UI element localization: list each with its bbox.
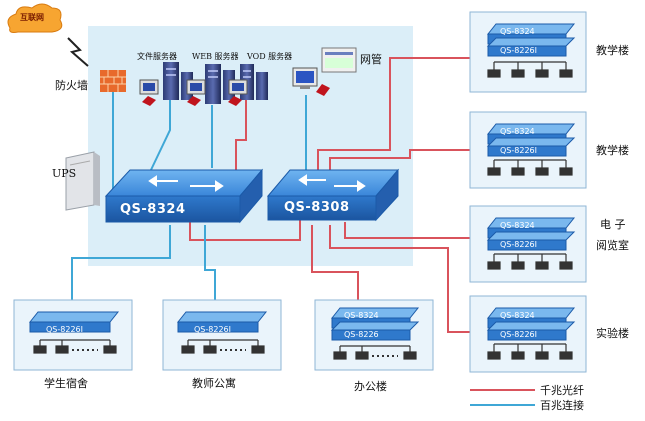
lightning-icon [67, 37, 89, 67]
building-4-label: 实验楼 [596, 327, 629, 340]
network-management-label: 网管 [360, 53, 382, 66]
dorm-switch-label: QS-8226I [46, 325, 83, 334]
vod-server-label: VOD 服务器 [247, 52, 293, 61]
core-switch-8308-label: QS-8308 [284, 200, 350, 215]
building-4-switch-top: QS-8324 [500, 311, 535, 320]
building-3-label-line1: 电 子 [600, 218, 626, 231]
link-core-core [189, 220, 301, 241]
building-1-label: 教学楼 [596, 44, 629, 57]
link-to-building-1 [317, 57, 470, 180]
connection-lines [71, 57, 470, 333]
link-to-dorm [71, 225, 171, 300]
office-label: 办公楼 [354, 380, 387, 393]
internet-cloud-icon [7, 3, 63, 33]
building-switch-icons [28, 23, 576, 341]
building-1-switch-top: QS-8324 [500, 27, 535, 36]
office-switch-top: QS-8324 [344, 311, 379, 320]
link-to-building-2 [329, 149, 470, 180]
file-server-label: 文件服务器 [137, 52, 177, 61]
core-switch-8308-icon [266, 168, 400, 222]
core-switch-8324-icon [104, 168, 264, 224]
pc-row-building-4 [487, 343, 573, 360]
web-server-label: WEB 服务器 [192, 52, 239, 61]
pc-row-building-3 [487, 253, 573, 270]
legend-fiber-label: 千兆光纤 [540, 384, 584, 397]
ups-label: UPS [52, 167, 77, 180]
legend-copper-label: 百兆连接 [540, 399, 584, 412]
link-to-office [311, 225, 359, 300]
pc-row-building-1 [487, 61, 573, 78]
link-vod-server [235, 100, 247, 172]
apartment-switch-label: QS-8226I [194, 325, 231, 334]
office-switch-bottom: QS-8226 [344, 330, 379, 339]
internet-label: 互联网 [20, 13, 44, 22]
link-to-building-3 [344, 222, 470, 239]
ups-icon [65, 151, 100, 211]
pc-row-office [333, 345, 417, 360]
building-2-switch-bottom: QS-8226I [500, 146, 537, 155]
core-switch-8324-label: QS-8324 [120, 202, 186, 217]
building-2-switch-top: QS-8324 [500, 127, 535, 136]
link-file-server [149, 100, 171, 173]
firewall-label: 防火墙 [55, 79, 88, 92]
pc-row-dorm [33, 339, 117, 354]
server-console-icons [139, 79, 248, 106]
pc-row-building-2 [487, 159, 573, 176]
pc-row-apartment [181, 339, 265, 354]
building-3-switch-top: QS-8324 [500, 221, 535, 230]
building-3-label-line2: 阅览室 [596, 239, 629, 252]
pc-rows [33, 61, 573, 360]
firewall-icon [100, 70, 126, 92]
building-4-switch-bottom: QS-8226I [500, 330, 537, 339]
building-2-label: 教学楼 [596, 144, 629, 157]
building-1-switch-bottom: QS-8226I [500, 46, 537, 55]
server-rack-icons [163, 62, 268, 104]
building-3-switch-bottom: QS-8226I [500, 240, 537, 249]
network-management-pc-icon [292, 47, 357, 96]
dorm-label: 学生宿舍 [44, 377, 88, 390]
apartment-label: 教师公寓 [192, 377, 236, 390]
link-to-apartment [204, 225, 216, 300]
link-to-building-4 [329, 225, 470, 333]
